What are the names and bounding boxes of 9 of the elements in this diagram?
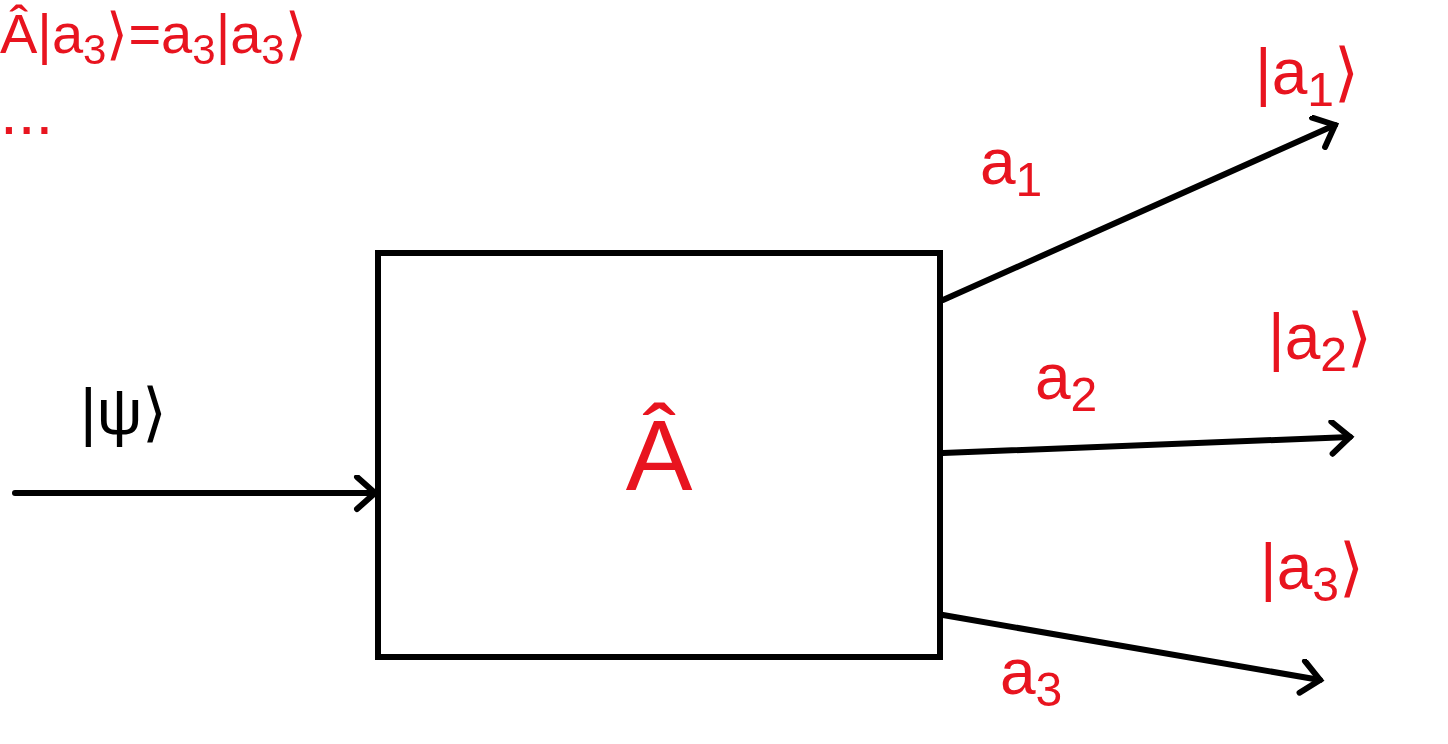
- edge-label: a$_{3}$: [1000, 640, 1063, 704]
- arrow: [940, 612, 1323, 696]
- edge-label: a$_{2}$: [1035, 345, 1098, 409]
- ellipsis: ...: [0, 80, 54, 144]
- operator-box: [375, 250, 943, 660]
- edge-label: a$_{1}$: [980, 130, 1043, 194]
- arrow: [940, 418, 1353, 457]
- arrow: [940, 114, 1338, 303]
- arrow: [12, 474, 378, 512]
